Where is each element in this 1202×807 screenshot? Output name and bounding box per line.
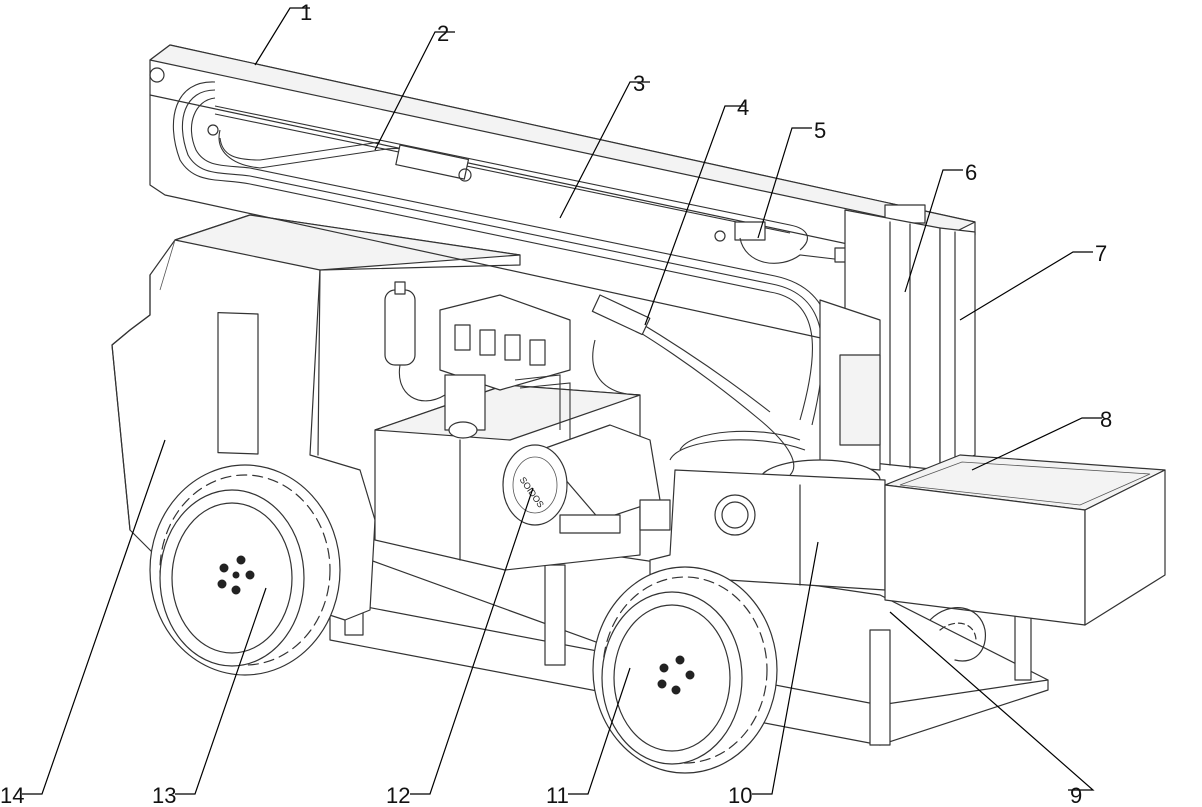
wheel-front-right — [592, 566, 778, 774]
callout-3: 3 — [633, 71, 645, 96]
leader-9 — [889, 611, 1095, 791]
callout-11: 11 — [546, 783, 569, 807]
callout-labels: 1 2 3 4 5 6 7 8 9 10 11 12 13 14 — [0, 0, 1112, 807]
leader-6 — [904, 169, 963, 293]
leader-4 — [644, 105, 745, 326]
hydraulic-hoses — [514, 294, 806, 476]
boom-arm — [149, 44, 976, 431]
leader-14 — [22, 439, 166, 795]
leader-12 — [410, 487, 534, 795]
leader-10 — [752, 541, 819, 795]
leader-7 — [959, 251, 1093, 321]
callout-5: 5 — [814, 118, 826, 143]
callout-6: 6 — [965, 160, 977, 185]
leader-11 — [568, 667, 631, 795]
leader-5 — [757, 127, 812, 239]
slewing-base — [649, 299, 886, 591]
callout-14: 14 — [0, 783, 24, 807]
wheel-rear — [929, 607, 986, 662]
hopper-box — [884, 454, 1166, 626]
boom-cylinder — [395, 144, 472, 182]
callout-10: 10 — [728, 783, 752, 807]
leader-lines — [22, 7, 1102, 795]
leader-13 — [175, 587, 267, 795]
callout-12: 12 — [386, 783, 410, 807]
wheel-front-left — [149, 464, 341, 676]
leader-2 — [374, 31, 455, 151]
callout-1: 1 — [300, 0, 312, 25]
callout-4: 4 — [737, 95, 749, 120]
leader-1 — [254, 7, 310, 66]
callout-8: 8 — [1100, 407, 1112, 432]
callout-13: 13 — [152, 783, 176, 807]
callout-9: 9 — [1070, 783, 1082, 807]
callout-2: 2 — [437, 21, 449, 46]
leader-3 — [559, 81, 650, 219]
valve-block — [384, 281, 571, 439]
leader-8 — [971, 417, 1102, 471]
callout-7: 7 — [1095, 241, 1107, 266]
electric-motor: SOIDOS — [502, 424, 671, 534]
